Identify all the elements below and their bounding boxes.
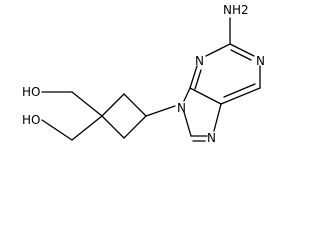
c2-n1-bond [229, 43, 255, 57]
ring-bond-2 [123, 93, 147, 117]
structure-canvas: NH2 HO HO N N N N [22, 3, 265, 145]
pyrimidine-ring [189, 17, 261, 105]
ch2-bond-top [71, 91, 103, 117]
imidazole-ring [183, 87, 222, 142]
n3-c2-bond [205, 43, 231, 57]
ch2-bond-bottom [71, 115, 103, 141]
amine-label: NH2 [223, 3, 249, 17]
ring-bond-3 [123, 115, 147, 139]
hydroxyl-label-top: HO [22, 85, 40, 99]
c2-n1-double [230, 49, 252, 61]
hydroxymethyl-arms [41, 91, 103, 141]
n1-label: N [256, 54, 265, 68]
n3-label: N [195, 54, 204, 68]
hydroxyl-label-bottom: HO [22, 113, 40, 127]
c6-c5-bond [220, 87, 261, 105]
n7-label: N [207, 131, 216, 145]
c5-c4-bond [189, 87, 222, 105]
n7-c5-bond [213, 103, 222, 132]
molecule-diagram: NH2 HO HO N N N N [22, 3, 265, 145]
c4-n3-bond [189, 65, 198, 89]
n9-c8-bond [183, 111, 192, 137]
n9-label: N [177, 101, 186, 115]
ring-bond-4 [101, 115, 125, 139]
cyclobutane-ring [101, 93, 147, 139]
c6-c5-double [223, 83, 256, 98]
ring-to-purine-bond [145, 105, 176, 117]
c4-n3-double [194, 69, 202, 90]
ring-bond-1 [101, 93, 125, 117]
oh-bond-bottom [41, 119, 73, 141]
c4-n9-bond [183, 87, 191, 102]
